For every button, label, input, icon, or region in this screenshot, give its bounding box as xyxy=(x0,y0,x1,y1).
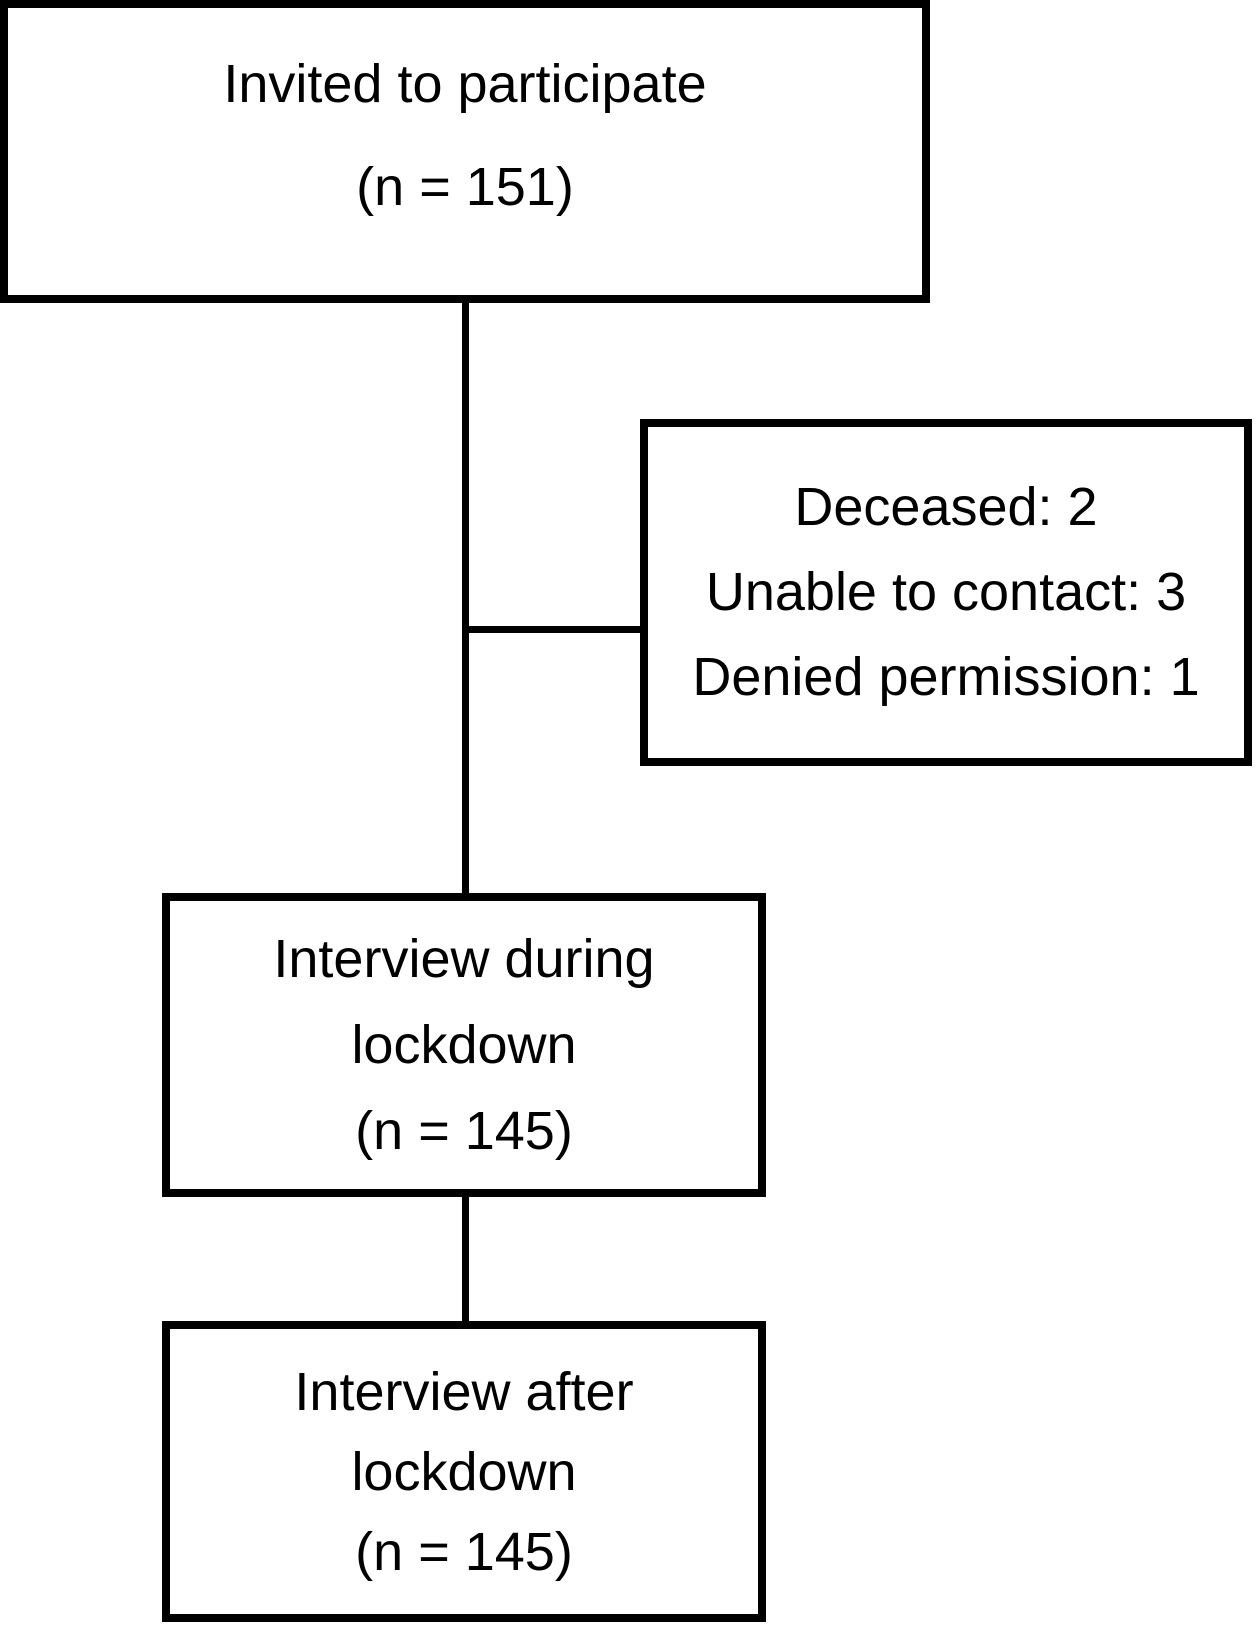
interview-after-title: Interview after xyxy=(294,1361,634,1422)
connector-during-to-after xyxy=(462,1197,469,1321)
interview-during-subtitle: lockdown xyxy=(351,1015,577,1075)
flow-box-excluded: Deceased: 2 Unable to contact: 3 Denied … xyxy=(640,419,1252,766)
interview-during-count: (n = 145) xyxy=(355,1101,573,1161)
interview-after-subtitle: lockdown xyxy=(351,1441,577,1502)
interview-during-title: Interview during xyxy=(273,929,655,989)
interview-after-count: (n = 145) xyxy=(355,1521,573,1582)
flow-box-interview-after: Interview after lockdown (n = 145) xyxy=(162,1321,766,1622)
connector-invited-to-during xyxy=(462,303,469,893)
flow-box-interview-during: Interview during lockdown (n = 145) xyxy=(162,893,766,1197)
excluded-unable-to-contact: Unable to contact: 3 xyxy=(705,562,1187,622)
connector-branch-to-excluded xyxy=(466,626,640,633)
excluded-deceased: Deceased: 2 xyxy=(794,477,1098,537)
excluded-denied-permission: Denied permission: 1 xyxy=(692,647,1200,707)
invited-title: Invited to participate xyxy=(223,53,707,114)
flow-box-invited: Invited to participate (n = 151) xyxy=(0,0,930,303)
invited-count: (n = 151) xyxy=(356,156,574,217)
